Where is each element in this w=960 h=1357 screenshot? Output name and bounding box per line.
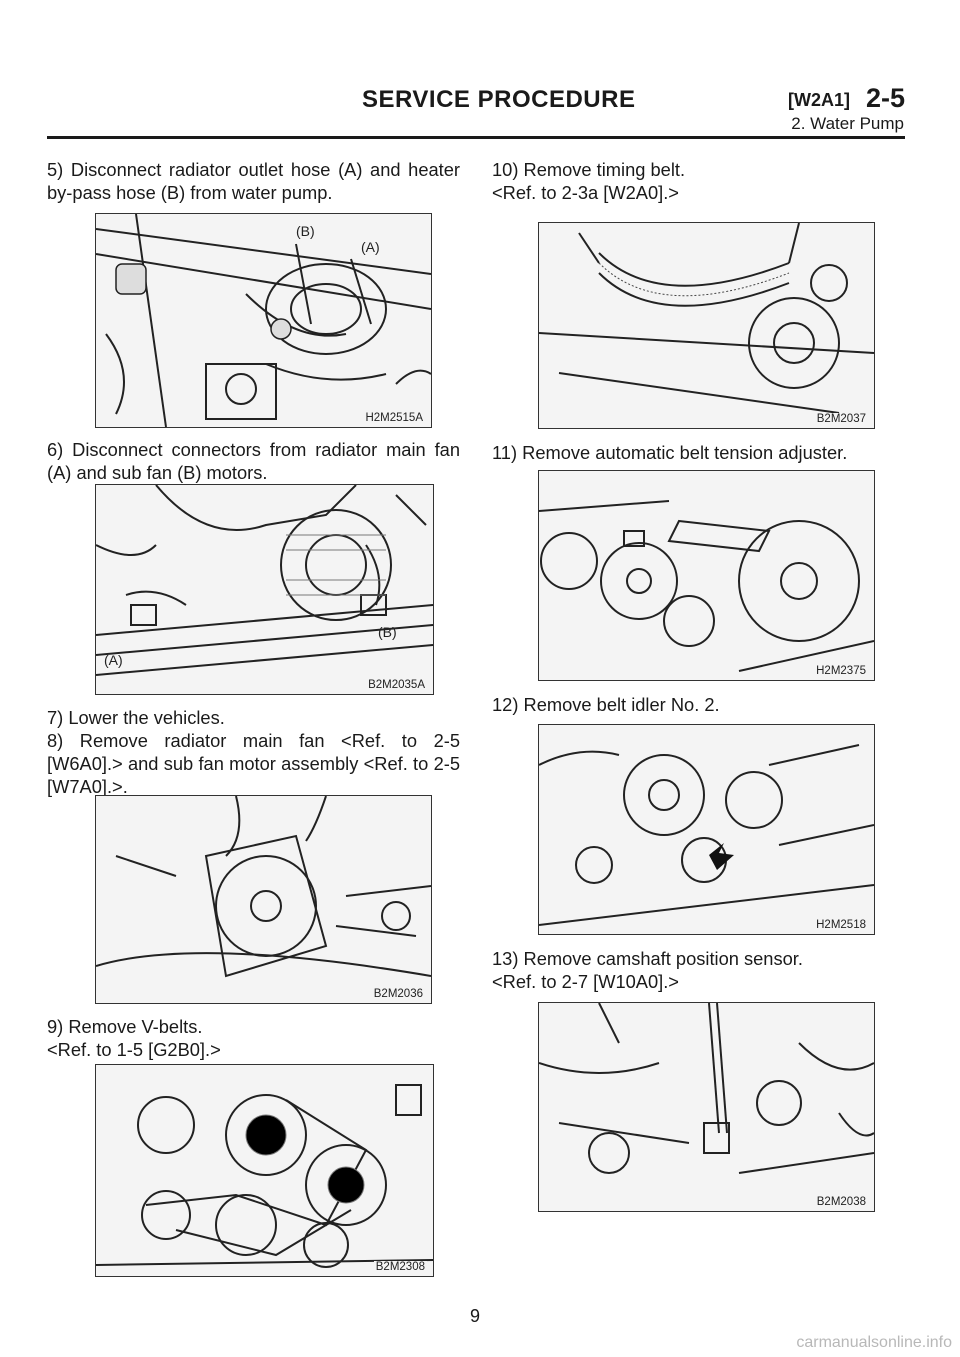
figure-hoses: (B) (A) H2M2515A — [95, 213, 432, 428]
figure-caption: H2M2375 — [814, 665, 868, 677]
figure-v-belts: B2M2308 — [95, 1064, 434, 1277]
figure-label-b: (B) — [378, 624, 397, 640]
figure-fan-connectors: (A) (B) B2M2035A — [95, 484, 434, 695]
watermark: carmanualsonline.info — [796, 1334, 952, 1351]
header-rule — [47, 136, 905, 139]
figure-timing-belt: B2M2037 — [538, 222, 875, 429]
step-5-text: 5) Disconnect radiator outlet hose (A) a… — [47, 159, 460, 203]
figure-belt-tension-adjuster: H2M2375 — [538, 470, 875, 681]
page-number: 9 — [470, 1306, 481, 1326]
figure-label-a: (A) — [104, 652, 123, 668]
figure-caption: B2M2035A — [366, 679, 427, 691]
figure-caption: H2M2515A — [363, 412, 425, 424]
step-11-text: 11) Remove automatic belt tension adjust… — [492, 442, 848, 463]
section-subtitle: 2. Water Pump — [791, 114, 904, 133]
page-header: SERVICE PROCEDURE [W2A1] 2-5 2. Water Pu… — [0, 0, 960, 140]
step-7-8-text: 7) Lower the vehicles. 8) Remove radiato… — [47, 707, 460, 797]
step-12-text: 12) Remove belt idler No. 2. — [492, 694, 720, 715]
section-title: SERVICE PROCEDURE — [362, 86, 636, 113]
step-9-text: 9) Remove V-belts. <Ref. to 1-5 [G2B0].> — [47, 1016, 221, 1060]
section-number: 2-5 — [866, 83, 906, 113]
step-13-text: 13) Remove camshaft position sensor. <Re… — [492, 948, 803, 992]
figure-camshaft-sensor: B2M2038 — [538, 1002, 875, 1212]
figure-fan-removal: B2M2036 — [95, 795, 432, 1004]
figure-caption: B2M2036 — [371, 988, 425, 1000]
figure-label-b: (B) — [296, 223, 315, 239]
figure-caption: B2M2308 — [373, 1261, 427, 1273]
figure-caption: H2M2518 — [814, 919, 868, 931]
figure-caption: B2M2037 — [814, 413, 868, 425]
figure-belt-idler: H2M2518 — [538, 724, 875, 935]
step-6-text: 6) Disconnect connectors from radiator m… — [47, 439, 460, 483]
step-10-text: 10) Remove timing belt. <Ref. to 2-3a [W… — [492, 159, 686, 203]
arrow-icon — [709, 843, 734, 870]
figure-label-a: (A) — [361, 239, 380, 255]
figure-caption: B2M2038 — [814, 1196, 868, 1208]
section-code: [W2A1] — [788, 90, 850, 110]
